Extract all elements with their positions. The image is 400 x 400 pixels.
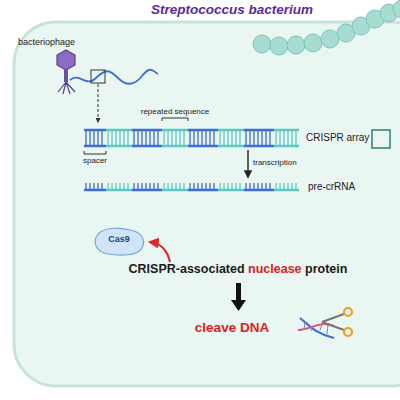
down-arrow	[231, 283, 246, 311]
dna-segment	[274, 130, 299, 146]
rna-segment	[188, 183, 218, 190]
dsdna-shape	[84, 126, 300, 150]
spacer-highlight	[91, 70, 105, 83]
dna-segment	[84, 130, 106, 146]
dna-segment	[218, 130, 244, 146]
callout-arrow	[150, 242, 170, 262]
cas9-protein: Cas9	[92, 226, 146, 256]
pre-crrna: pre-crRNA	[84, 178, 374, 196]
part-label: bacteriophage	[18, 38, 75, 48]
repeat-bracket	[162, 118, 188, 121]
rna-segment	[106, 183, 132, 190]
bacterium-cell	[14, 22, 400, 386]
insertion-arrow	[98, 84, 99, 122]
bacteriophage-icon	[57, 50, 75, 94]
dna-helix-icon	[298, 318, 334, 338]
sequence-label: CRISPR array	[306, 132, 369, 143]
flow-arrow	[247, 150, 248, 177]
crispr-array: CRISPR array	[84, 126, 374, 150]
rna-shape	[84, 178, 300, 196]
zoom-square	[372, 130, 390, 148]
edge-label: transcription	[253, 159, 297, 168]
rna-segment	[274, 183, 299, 190]
action-label: cleave DNA	[195, 321, 269, 336]
rna-segment	[218, 183, 244, 190]
dna-segment	[132, 130, 162, 146]
sequence-label: pre-crRNA	[308, 181, 355, 192]
protein-caption: CRISPR-associated nuclease protein	[129, 263, 348, 277]
rna-segment	[132, 183, 162, 190]
spacer-bracket	[84, 151, 106, 154]
dna-segment	[188, 130, 218, 146]
phage-dna	[70, 70, 158, 84]
part-label: repeated sequence	[141, 108, 210, 117]
part-label: spacer	[83, 157, 107, 166]
rna-segment	[244, 183, 274, 190]
dna-segment	[244, 130, 274, 146]
protein-label: Cas9	[108, 235, 130, 245]
scissors-icon	[322, 308, 352, 336]
rna-segment	[84, 183, 106, 190]
dna-segment	[106, 130, 132, 146]
rna-segment	[162, 183, 188, 190]
dna-segment	[162, 130, 188, 146]
title: Streptococcus bacterium	[151, 3, 313, 18]
